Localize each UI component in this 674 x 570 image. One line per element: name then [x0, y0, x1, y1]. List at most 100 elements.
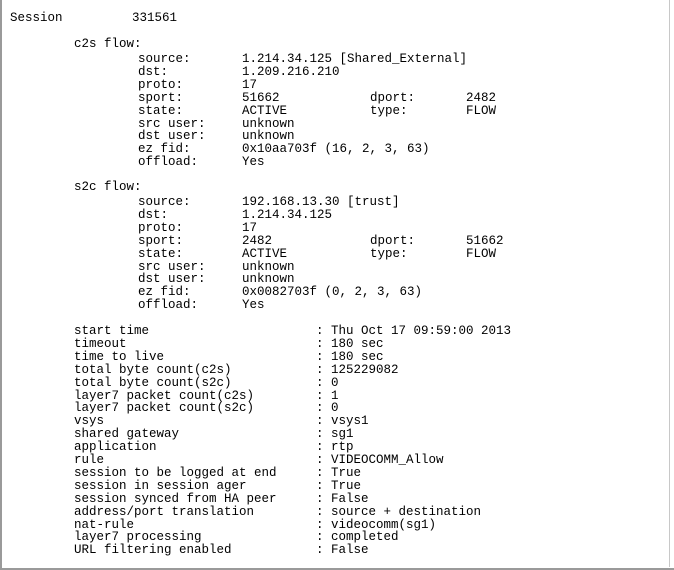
flow-title: s2c flow:	[74, 180, 142, 194]
flow-field-value: unknown	[242, 259, 295, 274]
detail-separator: :	[316, 401, 324, 416]
flow-field-label: dst user:	[138, 272, 206, 287]
detail-value: 180 sec	[331, 336, 384, 351]
detail-value: False	[331, 543, 369, 558]
detail-value: VIDEOCOMM_Allow	[331, 453, 444, 467]
window-edge	[669, 0, 670, 567]
flow-field-label: dport:	[370, 233, 416, 248]
flow-field-value: 17	[242, 77, 258, 92]
flow-field-value: ACTIVE	[242, 103, 288, 118]
detail-label: session synced from HA peer	[74, 491, 277, 506]
detail-value: rtp	[331, 440, 354, 455]
detail-separator: :	[316, 362, 324, 377]
flow-field-value: 17	[242, 220, 258, 235]
detail-separator: :	[316, 478, 324, 493]
detail-value: sg1	[331, 427, 354, 442]
flow-field-label: sport:	[138, 233, 184, 248]
detail-label: session to be logged at end	[74, 465, 277, 480]
flow-field-label: ez fid:	[138, 142, 191, 157]
flow-field-value: 1.209.216.210	[242, 64, 340, 79]
detail-separator: :	[316, 349, 324, 364]
flow-field-value: Yes	[242, 298, 265, 313]
flow-field-label: proto:	[138, 220, 184, 235]
detail-value: 125229082	[331, 362, 399, 377]
flow-field-value: Yes	[242, 155, 265, 170]
detail-value: source + destination	[331, 504, 482, 519]
detail-value: 180 sec	[331, 349, 384, 364]
flow-field-label: src user:	[138, 259, 206, 274]
detail-label: address/port translation	[74, 504, 255, 519]
detail-value: vsys1	[331, 414, 369, 429]
flow-field-label: dport:	[370, 90, 416, 105]
detail-separator: :	[316, 414, 324, 429]
session-label: Session	[10, 11, 63, 25]
detail-label: total byte count(c2s)	[74, 362, 232, 377]
detail-value: Thu Oct 17 09:59:00 2013	[331, 324, 512, 338]
flow-field-label: ez fid:	[138, 285, 191, 300]
detail-separator: :	[316, 336, 324, 351]
detail-separator: :	[316, 324, 324, 338]
flow-field-label: state:	[138, 246, 184, 261]
detail-separator: :	[316, 440, 324, 455]
detail-value: False	[331, 491, 369, 506]
flow-field-value: 0x10aa703f (16, 2, 3, 63)	[242, 142, 430, 157]
flow-field-label: sport:	[138, 90, 184, 105]
flow-field-value: 51662	[242, 90, 280, 105]
detail-label: vsys	[74, 414, 105, 429]
detail-value: 0	[331, 375, 339, 390]
detail-label: start time	[74, 324, 150, 338]
detail-value: True	[331, 465, 362, 480]
detail-separator: :	[316, 517, 324, 532]
detail-value: True	[331, 478, 362, 493]
detail-label: layer7 packet count(c2s)	[74, 388, 255, 403]
flow-field-label: offload:	[138, 155, 199, 170]
detail-value: completed	[331, 530, 399, 545]
flow-field-value: 2482	[242, 233, 273, 248]
detail-value: 0	[331, 401, 339, 416]
flow-field-label: dst:	[138, 64, 169, 79]
flow-field-value: 1.214.34.125	[242, 207, 333, 222]
flow-field-value: FLOW	[466, 246, 497, 261]
flow-field-value: 0x0082703f (0, 2, 3, 63)	[242, 285, 423, 300]
flow-field-label: source:	[138, 52, 191, 66]
detail-label: layer7 processing	[74, 530, 202, 545]
detail-label: time to live	[74, 349, 165, 364]
flow-title: c2s flow:	[74, 37, 142, 51]
flow-field-label: type:	[370, 103, 408, 118]
flow-field-label: proto:	[138, 77, 184, 92]
detail-separator: :	[316, 465, 324, 480]
detail-value: videocomm(sg1)	[331, 517, 437, 532]
flow-field-label: state:	[138, 103, 184, 118]
flow-field-label: dst:	[138, 207, 169, 222]
detail-separator: :	[316, 530, 324, 545]
flow-field-value: unknown	[242, 129, 295, 144]
detail-label: nat-rule	[74, 517, 135, 532]
flow-field-value: 1.214.34.125 [Shared_External]	[242, 52, 468, 66]
flow-field-value: ACTIVE	[242, 246, 288, 261]
flow-field-label: dst user:	[138, 129, 206, 144]
detail-label: session in session ager	[74, 478, 247, 493]
flow-field-label: src user:	[138, 116, 206, 131]
flow-field-value: 2482	[466, 90, 497, 105]
detail-separator: :	[316, 504, 324, 519]
detail-label: total byte count(s2c)	[74, 375, 232, 390]
detail-label: shared gateway	[74, 427, 180, 442]
detail-separator: :	[316, 427, 324, 442]
flow-field-label: type:	[370, 246, 408, 261]
detail-label: timeout	[74, 336, 127, 351]
flow-field-value: FLOW	[466, 103, 497, 118]
detail-label: application	[74, 440, 157, 455]
flow-field-label: offload:	[138, 298, 199, 313]
flow-field-label: source:	[138, 195, 191, 209]
detail-value: 1	[331, 388, 339, 403]
session-id: 331561	[132, 11, 178, 25]
detail-separator: :	[316, 491, 324, 506]
flow-field-value: unknown	[242, 272, 295, 287]
detail-separator: :	[316, 388, 324, 403]
flow-field-value: unknown	[242, 116, 295, 131]
detail-label: layer7 packet count(s2c)	[74, 401, 255, 416]
detail-separator: :	[316, 453, 324, 467]
detail-separator: :	[316, 375, 324, 390]
flow-field-value: 51662	[466, 233, 504, 248]
detail-label: URL filtering enabled	[74, 543, 232, 558]
